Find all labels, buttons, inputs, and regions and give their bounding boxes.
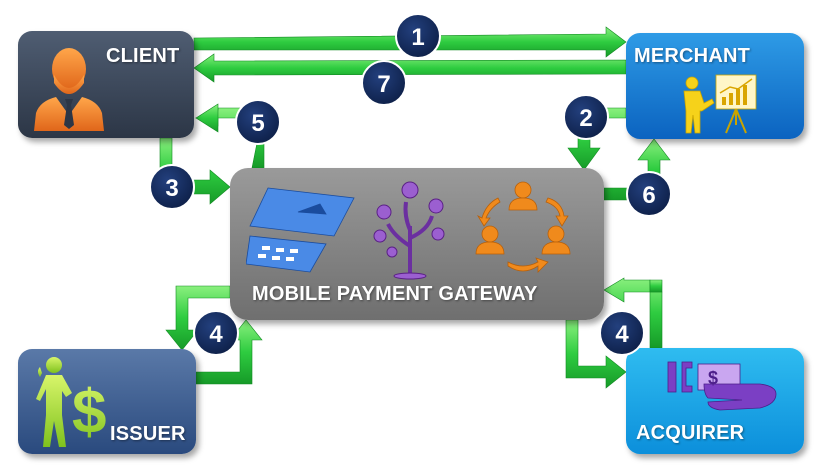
merchant-node: MERCHANT	[626, 33, 804, 139]
badge-step-5: 5	[235, 99, 281, 145]
money-tree-icon	[373, 181, 445, 280]
calculator-chart-icon	[246, 187, 355, 273]
svg-text:4: 4	[615, 321, 629, 348]
svg-text:6: 6	[642, 182, 655, 209]
arrow-acquirer-to-gateway	[603, 277, 663, 349]
svg-text:$: $	[72, 378, 106, 447]
badge-step-7: 7	[361, 60, 407, 106]
people-cycle-icon	[475, 181, 571, 273]
issuer-node: $ ISSUER	[18, 349, 196, 454]
gateway-label: MOBILE PAYMENT GATEWAY	[252, 283, 538, 305]
hand-card-icon: $	[667, 361, 777, 411]
merchant-label: MERCHANT	[634, 45, 751, 67]
badge-step-3: 3	[149, 164, 195, 210]
svg-text:$: $	[708, 368, 718, 388]
svg-text:1: 1	[411, 24, 424, 51]
svg-text:2: 2	[579, 105, 592, 132]
acquirer-label: ACQUIRER	[636, 422, 745, 444]
svg-text:4: 4	[209, 321, 223, 348]
businessman-icon	[34, 48, 104, 131]
arrow-merchant-to-client	[193, 53, 627, 83]
arrow-gateway-to-issuer	[165, 285, 231, 351]
arrow-issuer-to-gateway	[195, 319, 263, 385]
client-node: CLIENT	[18, 31, 194, 138]
badge-step-4-issuer: 4	[193, 310, 239, 356]
svg-text:3: 3	[165, 175, 178, 202]
badge-step-6: 6	[626, 171, 672, 217]
acquirer-node: $ ACQUIRER	[626, 348, 804, 454]
badge-step-4-acquirer: 4	[599, 310, 645, 356]
gateway-node: MOBILE PAYMENT GATEWAY	[230, 168, 604, 320]
arrow-gateway-to-acquirer	[565, 319, 627, 389]
badge-step-1: 1	[395, 13, 441, 59]
svg-text:5: 5	[251, 110, 264, 137]
badge-step-2: 2	[563, 94, 609, 140]
presenter-chart-icon	[683, 74, 757, 134]
person-dollar-icon: $	[36, 357, 106, 447]
issuer-label: ISSUER	[110, 423, 186, 445]
svg-text:7: 7	[377, 71, 390, 98]
client-label: CLIENT	[106, 45, 180, 67]
